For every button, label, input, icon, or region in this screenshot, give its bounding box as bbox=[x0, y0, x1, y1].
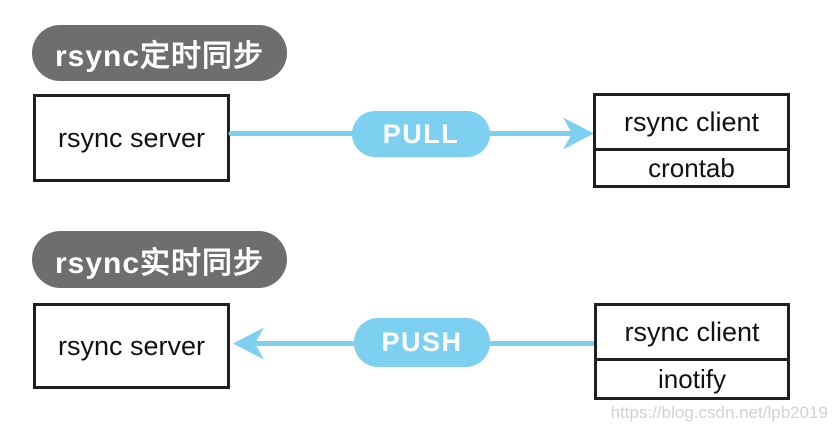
realtime-client-label: rsync client bbox=[624, 316, 760, 347]
push-action-pill: PUSH bbox=[354, 318, 490, 367]
scheduled-rsync-client-box: rsync client crontab bbox=[593, 93, 790, 188]
pull-arrowhead-icon bbox=[563, 117, 594, 150]
realtime-rsync-client-box: rsync client inotify bbox=[594, 303, 790, 400]
pull-action-pill: PULL bbox=[352, 111, 490, 157]
scheduled-client-label: rsync client bbox=[623, 106, 760, 137]
section-realtime-sync-title: rsync实时同步 bbox=[32, 231, 287, 288]
watermark-text: https://blog.csdn.net/lpb2019 bbox=[610, 403, 828, 422]
realtime-client-agent-label: inotify bbox=[597, 358, 787, 397]
realtime-rsync-server-box: rsync server bbox=[33, 303, 230, 389]
scheduled-client-agent-label: crontab bbox=[596, 148, 787, 185]
section-scheduled-sync-title: rsync定时同步 bbox=[32, 25, 287, 81]
scheduled-rsync-server-box: rsync server bbox=[33, 94, 230, 182]
push-arrowhead-icon bbox=[233, 327, 264, 360]
